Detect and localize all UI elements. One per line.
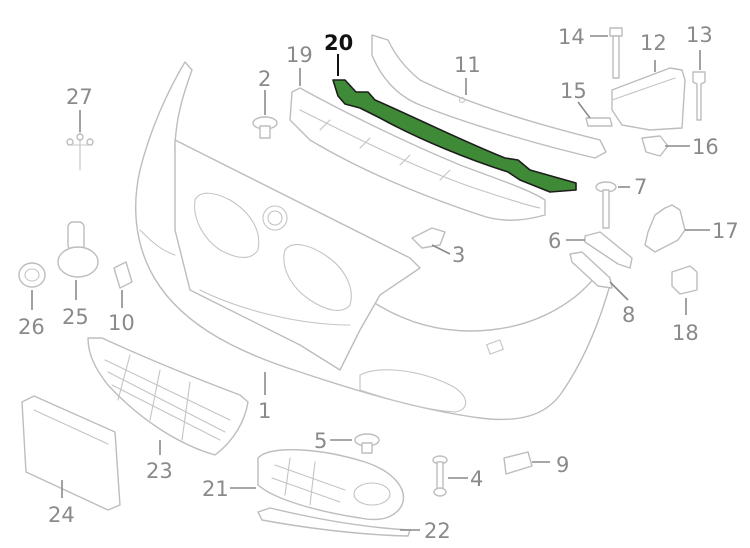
part-11-upper-support[interactable]: [371, 34, 607, 159]
part-7-bolt[interactable]: [595, 181, 617, 229]
part-16-bracket[interactable]: [641, 135, 669, 157]
part-23-lower-grille[interactable]: [87, 337, 249, 456]
callout-2: 2: [258, 67, 271, 91]
part-24-plate-holder[interactable]: [21, 395, 121, 511]
part-20-bumper-carrier[interactable]: [332, 79, 577, 193]
callout-6: 6: [548, 229, 561, 253]
callout-11: 11: [454, 53, 481, 77]
part-13-bolt[interactable]: [692, 71, 706, 121]
callout-7: 7: [634, 175, 647, 199]
part-14-bolt[interactable]: [609, 27, 623, 79]
part-4-clip[interactable]: [432, 455, 448, 497]
callout-3: 3: [452, 243, 465, 267]
callout-12: 12: [640, 31, 667, 55]
part-12-bracket[interactable]: [611, 67, 686, 131]
part-15-clip[interactable]: [585, 117, 613, 127]
callout-26: 26: [18, 315, 45, 339]
part-9-cap[interactable]: [503, 451, 533, 475]
callout-5: 5: [314, 429, 327, 453]
callout-labels: 1 2 3 4 5 6 7 8 9 10 11 12 13 14 15 16 1…: [18, 23, 739, 543]
callout-22: 22: [424, 519, 451, 543]
callout-27: 27: [66, 85, 93, 109]
callout-4: 4: [470, 467, 483, 491]
part-19-impact-absorber[interactable]: [289, 87, 546, 221]
callout-18: 18: [672, 321, 699, 345]
callout-20-highlighted: 20: [324, 31, 353, 55]
callout-1: 1: [258, 399, 271, 423]
part-5-clip[interactable]: [354, 433, 380, 454]
leader-lines: [31, 35, 710, 531]
callout-24: 24: [48, 503, 75, 527]
part-2-clip[interactable]: [252, 116, 278, 139]
part-18-cover[interactable]: [671, 265, 698, 295]
part-8-guide[interactable]: [569, 251, 613, 289]
callout-23: 23: [146, 459, 173, 483]
part-3-clip[interactable]: [411, 227, 446, 249]
part-1-bumper-cover[interactable]: [134, 61, 611, 421]
part-25-sensor[interactable]: [57, 221, 99, 278]
part-6-mount[interactable]: [584, 231, 633, 269]
callout-16: 16: [692, 135, 719, 159]
callout-8: 8: [622, 303, 635, 327]
part-26-ring[interactable]: [18, 262, 46, 288]
callout-13: 13: [686, 23, 713, 47]
part-27-clip[interactable]: [66, 129, 94, 171]
part-22-trim-strip[interactable]: [257, 507, 411, 537]
callout-17: 17: [712, 219, 739, 243]
part-21-fog-grille[interactable]: [257, 449, 404, 521]
part-17-side-bracket[interactable]: [644, 204, 686, 253]
callout-21: 21: [202, 477, 229, 501]
callout-19: 19: [286, 43, 313, 67]
callout-25: 25: [62, 305, 89, 329]
callout-15: 15: [560, 79, 587, 103]
callout-10: 10: [108, 311, 135, 335]
callout-9: 9: [556, 453, 569, 477]
callout-14: 14: [558, 25, 585, 49]
part-10-pad[interactable]: [113, 261, 133, 289]
